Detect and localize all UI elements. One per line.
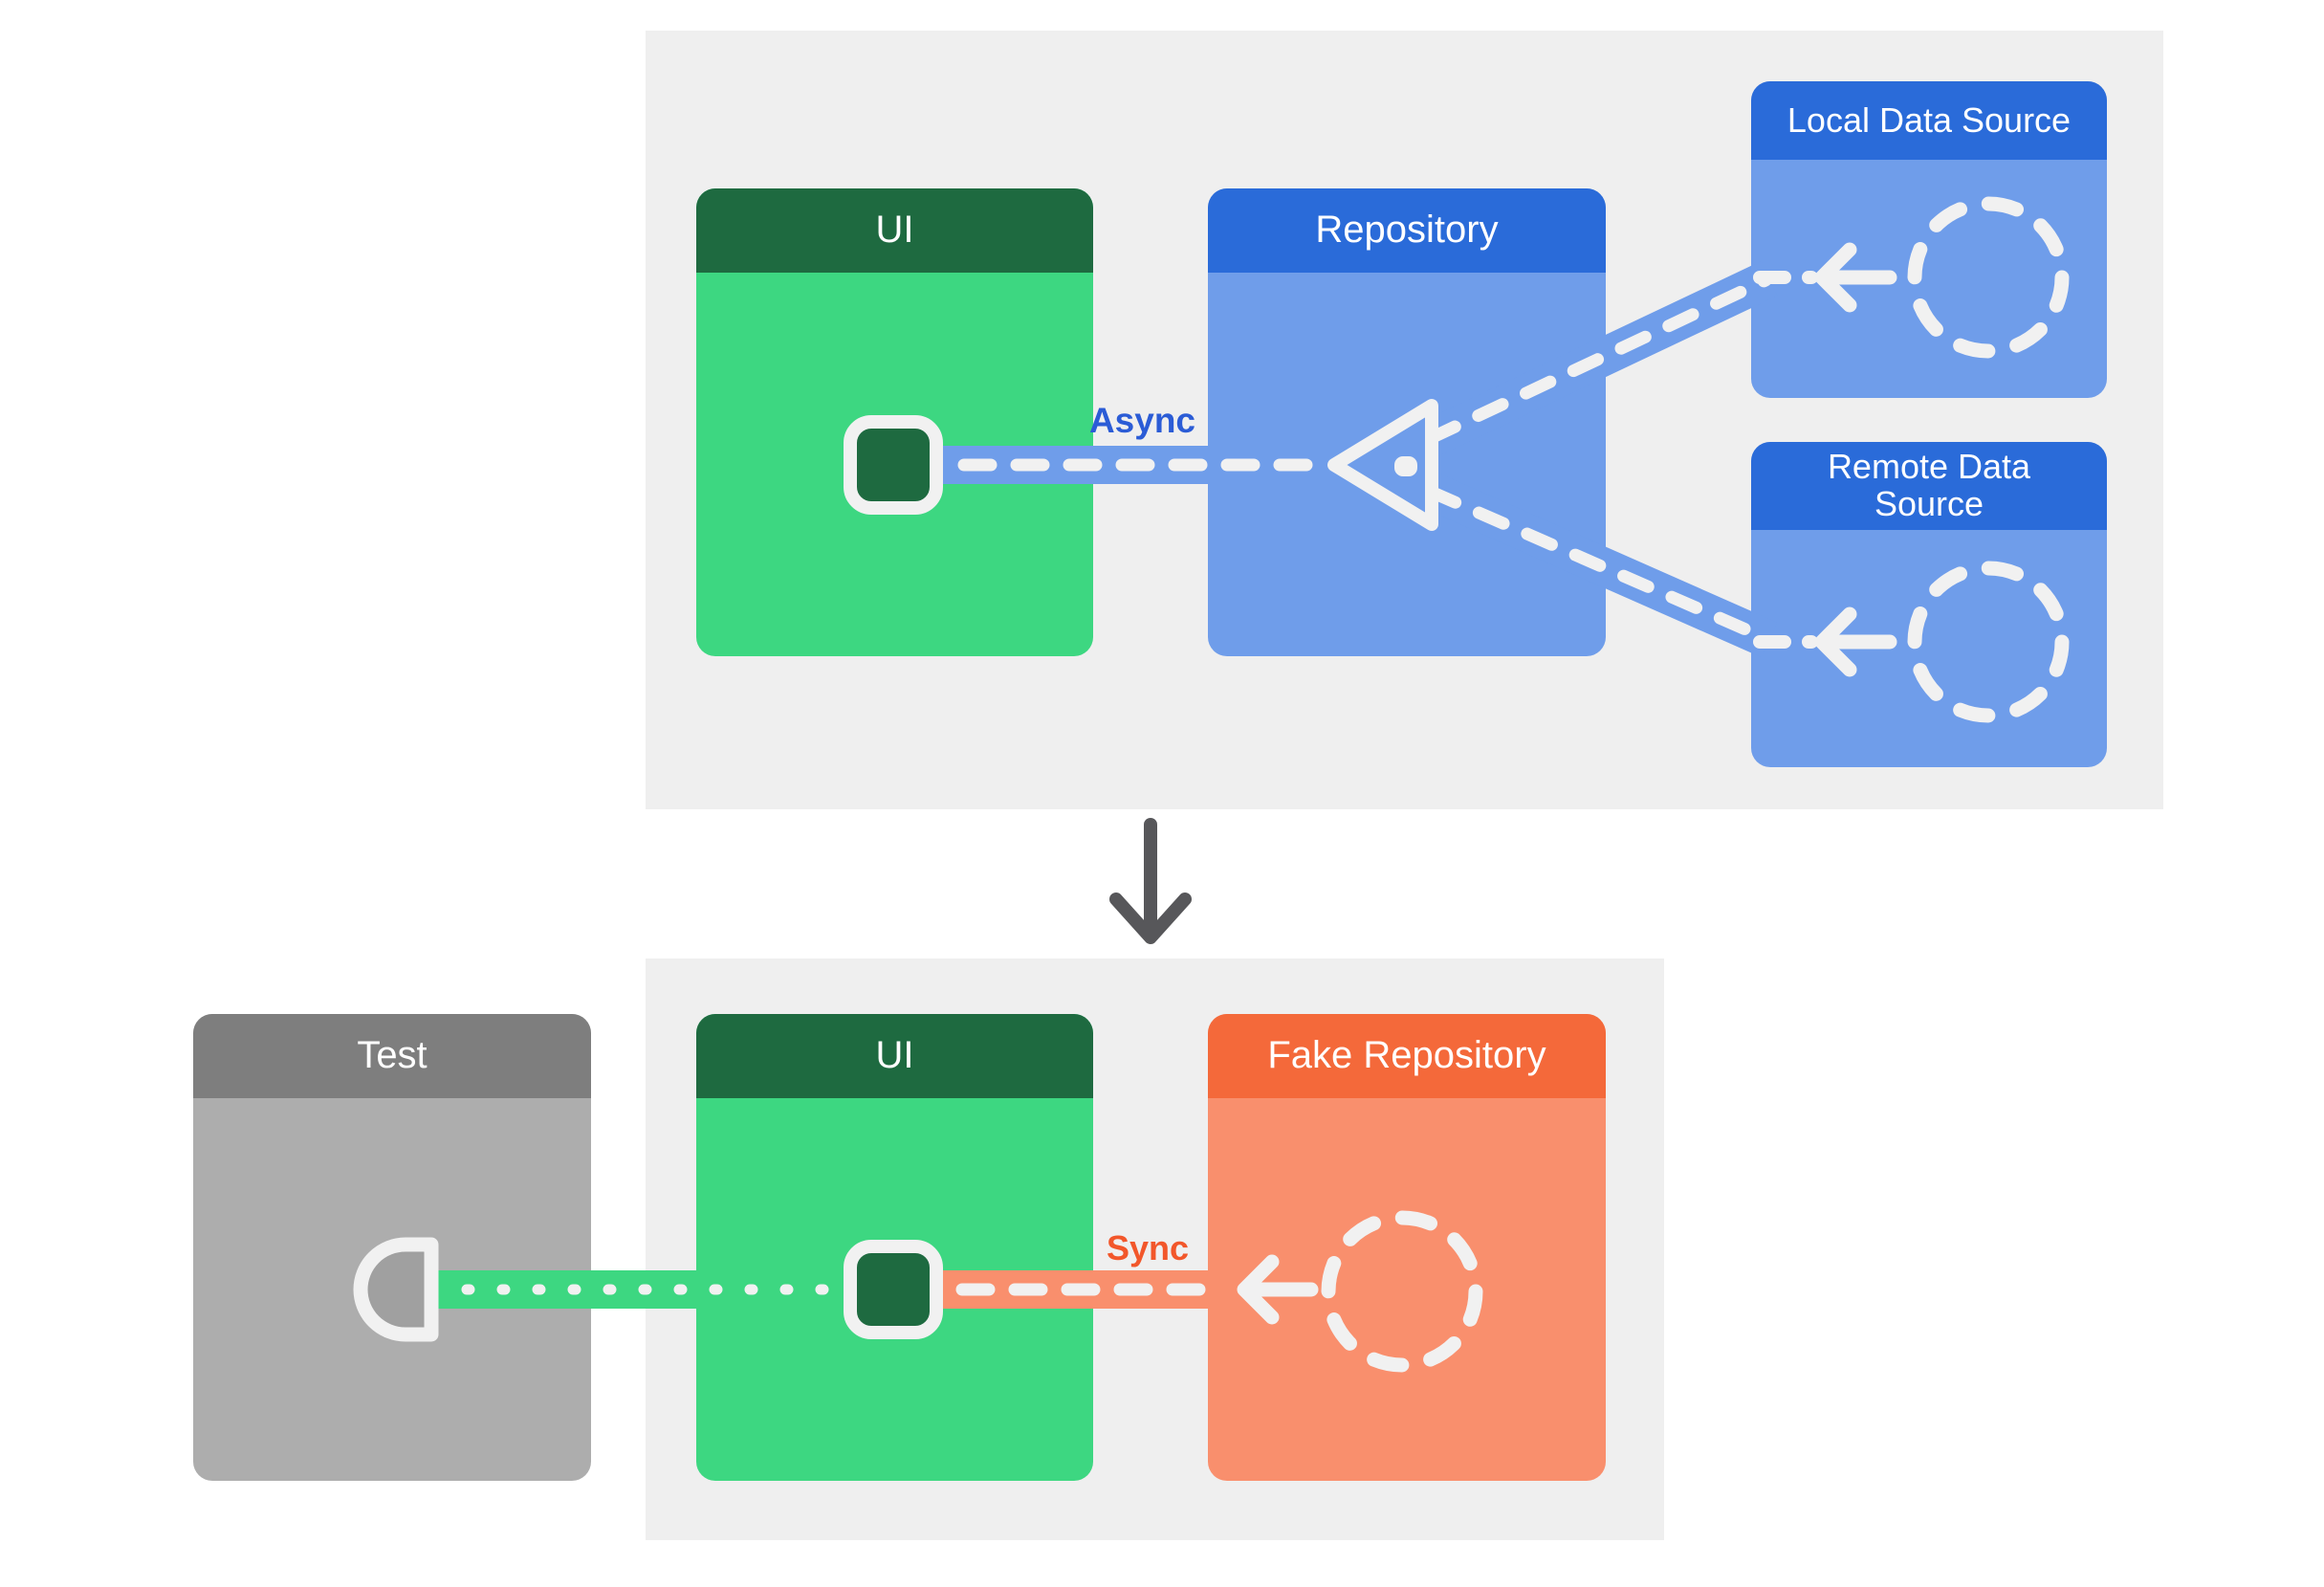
fake-repository-header: Fake Repository xyxy=(1208,1014,1606,1098)
ui-box-top: UI xyxy=(696,188,1093,656)
repository-box: Repository xyxy=(1208,188,1606,656)
ui-box-bottom-label: UI xyxy=(875,1034,914,1077)
sync-label: Sync xyxy=(1106,1228,1189,1267)
down-arrow-icon xyxy=(1109,893,1192,944)
repository-box-header: Repository xyxy=(1208,188,1606,273)
test-box: Test xyxy=(193,1014,591,1481)
ui-box-bottom-header: UI xyxy=(696,1014,1093,1098)
local-data-source-header: Local Data Source xyxy=(1751,81,2107,160)
test-box-label: Test xyxy=(357,1034,428,1077)
fake-repository-box: Fake Repository xyxy=(1208,1014,1606,1481)
ui-box-top-header: UI xyxy=(696,188,1093,273)
async-label: Async xyxy=(1088,401,1195,440)
remote-data-source-header: Remote Data Source xyxy=(1751,442,2107,530)
ui-box-top-label: UI xyxy=(875,209,914,252)
remote-data-source-box: Remote Data Source xyxy=(1751,442,2107,767)
test-box-header: Test xyxy=(193,1014,591,1098)
fake-repository-label: Fake Repository xyxy=(1267,1034,1546,1077)
local-data-source-label: Local Data Source xyxy=(1787,99,2072,140)
remote-data-source-label: Remote Data Source xyxy=(1827,447,2031,523)
local-data-source-box: Local Data Source xyxy=(1751,81,2107,398)
repository-box-label: Repository xyxy=(1315,209,1499,252)
